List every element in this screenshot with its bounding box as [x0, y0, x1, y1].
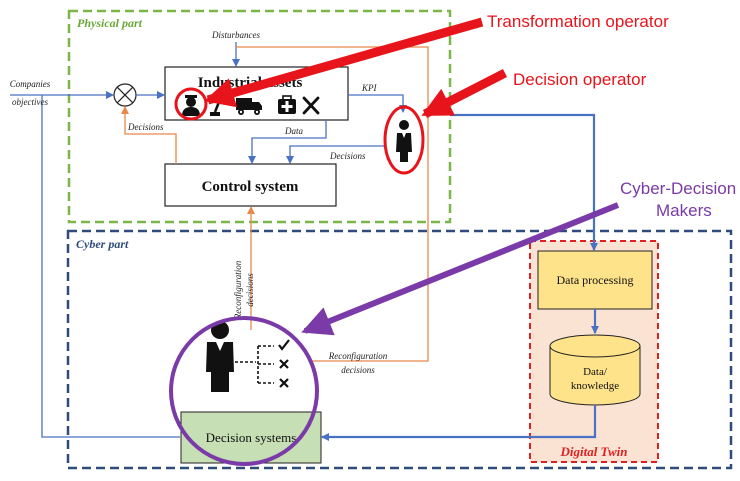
- reconfig-horizontal-line1: Reconfiguration: [328, 351, 388, 361]
- operator-decisions-arrow: [286, 145, 385, 164]
- digital-twin-label: Digital Twin: [559, 444, 627, 459]
- reconfig-vertical-line1: Reconfiguration: [233, 260, 243, 320]
- first-aid-icon: [278, 95, 296, 114]
- cyber-decision-callout-line1: Cyber-Decision: [620, 179, 736, 198]
- objectives-to-decision-systems-line: [41, 95, 180, 438]
- data-arrow: [248, 120, 327, 164]
- tools-icon: [302, 96, 320, 115]
- decisions-right-label: Decisions: [329, 151, 366, 161]
- cyber-decision-maker-icon: [206, 321, 234, 392]
- physical-part-region: [67, 9, 452, 224]
- decision-operator-arrow: [421, 68, 508, 119]
- cyber-part-label: Cyber part: [76, 237, 129, 251]
- cyber-decision-makers-arrow: [301, 202, 620, 336]
- cyber-decision-makers-highlight: [169, 316, 319, 466]
- checklist-icon: [235, 339, 290, 388]
- reconfig-horizontal-line2: decisions: [341, 365, 375, 375]
- reconfig-vertical-line2: decisions: [245, 273, 255, 307]
- summing-junction: [113, 83, 137, 107]
- companies-label-line2: objectives: [12, 97, 48, 107]
- businessman-icon: [396, 120, 412, 162]
- disturbances-feed-line: [236, 46, 429, 362]
- control-system-title: Control system: [202, 179, 299, 195]
- cyber-part-region: [66, 229, 733, 470]
- decision-operator-highlight: [383, 105, 425, 175]
- data-knowledge-line2: knowledge: [571, 380, 619, 392]
- data-processing-title: Data processing: [557, 273, 634, 287]
- data-knowledge-cylinder: [549, 334, 641, 406]
- physical-part-label: Physical part: [77, 16, 143, 30]
- transformation-operator-arrow: [204, 17, 484, 108]
- kpi-label: KPI: [361, 83, 378, 93]
- control-decisions-to-junction-arrow: [121, 106, 177, 164]
- decisions-left-label: Decisions: [127, 122, 164, 132]
- decision-systems-title: Decision systems: [206, 430, 297, 445]
- control-system-block: [164, 163, 337, 207]
- database-to-decision-systems-arrow: [321, 405, 597, 441]
- decision-operator-callout: Decision operator: [513, 70, 647, 89]
- cyber-decision-callout-line2: Makers: [656, 201, 712, 220]
- disturbances-label: Disturbances: [211, 30, 260, 40]
- data-label: Data: [284, 126, 304, 136]
- data-processing-block: [537, 250, 653, 310]
- truck-icon: [236, 98, 262, 115]
- worker-icon: [182, 95, 200, 116]
- transformation-operator-callout: Transformation operator: [487, 12, 669, 31]
- companies-label-line1: Companies: [10, 79, 51, 89]
- physical-to-digital-twin-arrow: [450, 113, 598, 251]
- data-knowledge-line1: Data/: [583, 366, 608, 378]
